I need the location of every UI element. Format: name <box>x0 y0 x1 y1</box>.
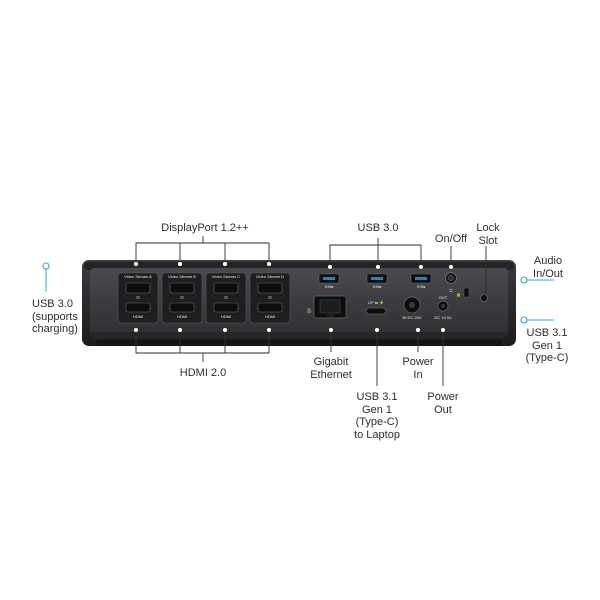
displayport-port-c[interactable] <box>213 282 239 294</box>
svg-text:SS⇆: SS⇆ <box>417 284 426 289</box>
power-icon: ⏻ <box>449 288 453 293</box>
network-icon: 品 <box>307 308 311 313</box>
svg-text:SS⇆: SS⇆ <box>325 284 334 289</box>
stream-label-d: Video Stream D <box>256 274 284 279</box>
hdmi-port-b[interactable] <box>169 302 195 313</box>
displayport-port-a[interactable] <box>125 282 151 294</box>
side-callouts <box>42 262 554 324</box>
svg-text:⊡: ⊡ <box>136 295 139 300</box>
power-in-port[interactable]: IN DC 20V <box>402 296 422 320</box>
usb-a-ports: SS⇆ SS⇆ SS⇆ <box>318 273 432 289</box>
hdmi-label-a: HDMI <box>133 314 143 319</box>
svg-text:⊡: ⊡ <box>180 295 183 300</box>
hdmi-label-d: HDMI <box>265 314 275 319</box>
hdmi-port-c[interactable] <box>213 302 239 313</box>
svg-text:⊡: ⊡ <box>268 295 271 300</box>
power-in-rating: IN DC 20V <box>402 315 421 320</box>
displayport-port-b[interactable] <box>169 282 195 294</box>
hdmi-label: HDMI 2.0 <box>179 367 227 379</box>
callout-lines <box>135 236 487 386</box>
stream-label-a: Video Stream A <box>124 274 152 279</box>
hdmi-port-d[interactable] <box>257 302 283 313</box>
svg-text:UP ⇆ ⚡: UP ⇆ ⚡ <box>368 300 384 305</box>
svg-text:SS⇆: SS⇆ <box>373 284 382 289</box>
power-out-port[interactable]: OUT DC 19.5V <box>434 295 452 320</box>
video-stream-a: Video Stream A ⊡ HDMI <box>117 272 159 324</box>
power-out-rating: DC 19.5V <box>434 315 452 320</box>
power-out-label-callout: Power Out <box>427 391 459 416</box>
hdmi-label-b: HDMI <box>177 314 187 319</box>
stream-label-b: Video Stream B <box>168 274 196 279</box>
power-button[interactable]: ⏻ <box>445 272 457 294</box>
video-stream-modules: Video Stream A ⊡ HDMI Video Stream B ⊡ H… <box>117 272 291 324</box>
lock-slot[interactable]: 🔒 <box>456 287 470 298</box>
stream-label-c: Video Stream C <box>212 274 240 279</box>
displayport-label: DisplayPort 1.2++ <box>161 222 249 234</box>
svg-text:⊡: ⊡ <box>224 295 227 300</box>
on-off-label: On/Off <box>434 233 468 245</box>
ethernet-port[interactable]: 品 <box>307 295 347 319</box>
hdmi-label-c: HDMI <box>221 314 231 319</box>
usb31-right-label: USB 3.1 Gen 1 (Type-C) <box>525 327 569 364</box>
usb30-left-label: USB 3.0 (supports charging) <box>32 298 78 335</box>
usb30-top-label: USB 3.0 <box>357 222 399 234</box>
lock-icon: 🔒 <box>456 292 461 297</box>
displayport-port-d[interactable] <box>257 282 283 294</box>
audio-label: Audio In/Out <box>533 255 563 280</box>
lock-slot-label: Lock Slot <box>476 222 500 247</box>
gigabit-label: Gigabit Ethernet <box>310 356 352 381</box>
power-out-label: OUT <box>439 295 448 300</box>
video-stream-c: Video Stream C ⊡ HDMI <box>205 272 247 324</box>
audio-jack[interactable] <box>480 294 488 302</box>
usb-c-laptop-port[interactable]: UP ⇆ ⚡ <box>365 300 387 315</box>
hdmi-port-a[interactable] <box>125 302 151 313</box>
usb31-laptop-label: USB 3.1 Gen 1 (Type-C) to Laptop <box>354 391 400 441</box>
callout-dots <box>133 261 454 333</box>
video-stream-b: Video Stream B ⊡ HDMI <box>161 272 203 324</box>
video-stream-d: Video Stream D ⊡ HDMI <box>249 272 291 324</box>
power-in-label: Power In <box>402 356 434 381</box>
